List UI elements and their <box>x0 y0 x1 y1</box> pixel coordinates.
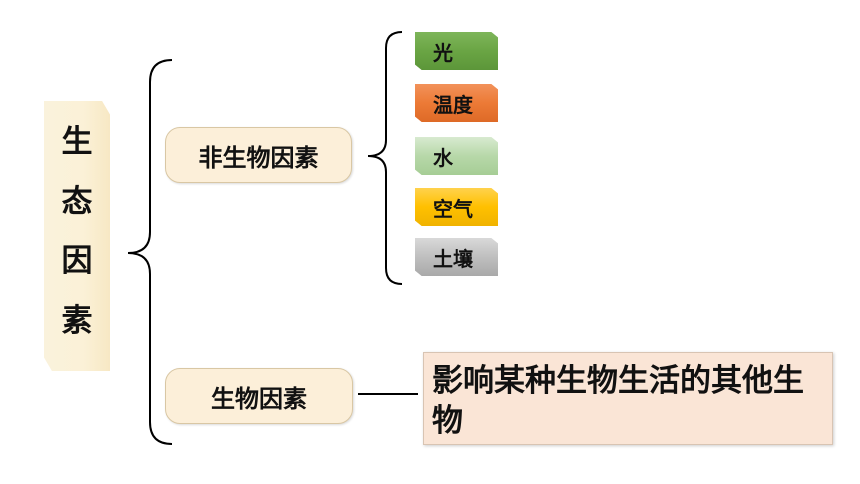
root-char: 生 <box>61 124 93 160</box>
factor-tag-air: 空气 <box>415 188 498 226</box>
root-char: 态 <box>61 184 93 220</box>
root-char: 素 <box>61 303 93 339</box>
factor-tag-temperature: 温度 <box>415 84 498 122</box>
abiotic-brace <box>367 31 403 285</box>
factor-tag-water: 水 <box>415 137 498 175</box>
root-brace <box>127 59 173 445</box>
biotic-description-box: 影响某种生物生活的其他生物 <box>423 352 833 445</box>
abiotic-factors-box: 非生物因素 <box>165 127 352 183</box>
biotic-factors-box: 生物因素 <box>165 368 353 424</box>
root-factor-box: 生 态 因 素 <box>44 101 110 371</box>
factor-tag-soil: 土壤 <box>415 238 498 276</box>
root-char: 因 <box>61 243 93 279</box>
factor-tag-light: 光 <box>415 32 498 70</box>
